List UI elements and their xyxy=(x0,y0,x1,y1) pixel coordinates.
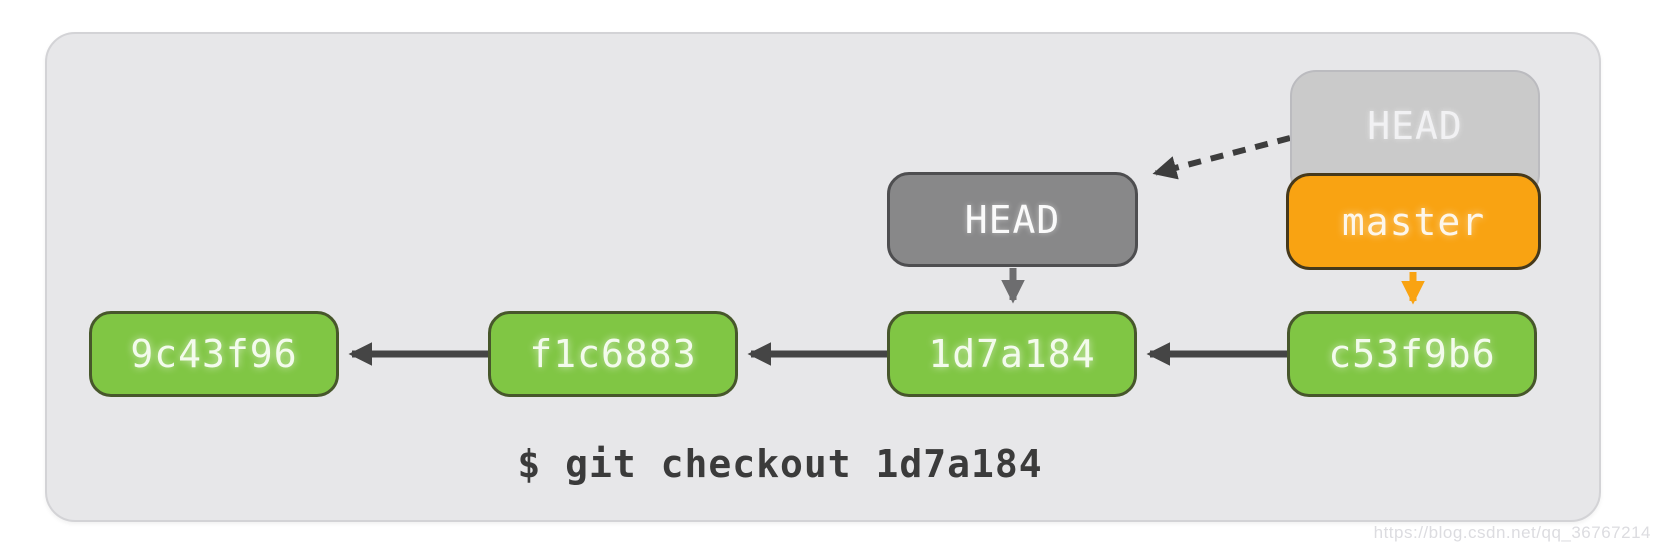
head-box-new: HEAD xyxy=(887,172,1138,267)
command-caption: $ git checkout 1d7a184 xyxy=(517,442,1043,486)
commit-hash-label: f1c6883 xyxy=(529,332,697,376)
master-branch-box: master xyxy=(1286,173,1541,270)
commit-node-c53f9b6: c53f9b6 xyxy=(1287,311,1537,397)
head-box-new-label: HEAD xyxy=(964,197,1061,242)
commit-node-f1c6883: f1c6883 xyxy=(488,311,738,397)
master-branch-label: master xyxy=(1341,199,1486,244)
commit-hash-label: c53f9b6 xyxy=(1328,332,1496,376)
commit-node-1d7a184: 1d7a184 xyxy=(887,311,1137,397)
commit-hash-label: 1d7a184 xyxy=(928,332,1096,376)
watermark-url: https://blog.csdn.net/qq_36767214 xyxy=(1373,523,1651,542)
commit-node-9c43f96: 9c43f96 xyxy=(89,311,339,397)
commit-hash-label: 9c43f96 xyxy=(130,332,298,376)
head-box-old-label: HEAD xyxy=(1367,104,1463,148)
